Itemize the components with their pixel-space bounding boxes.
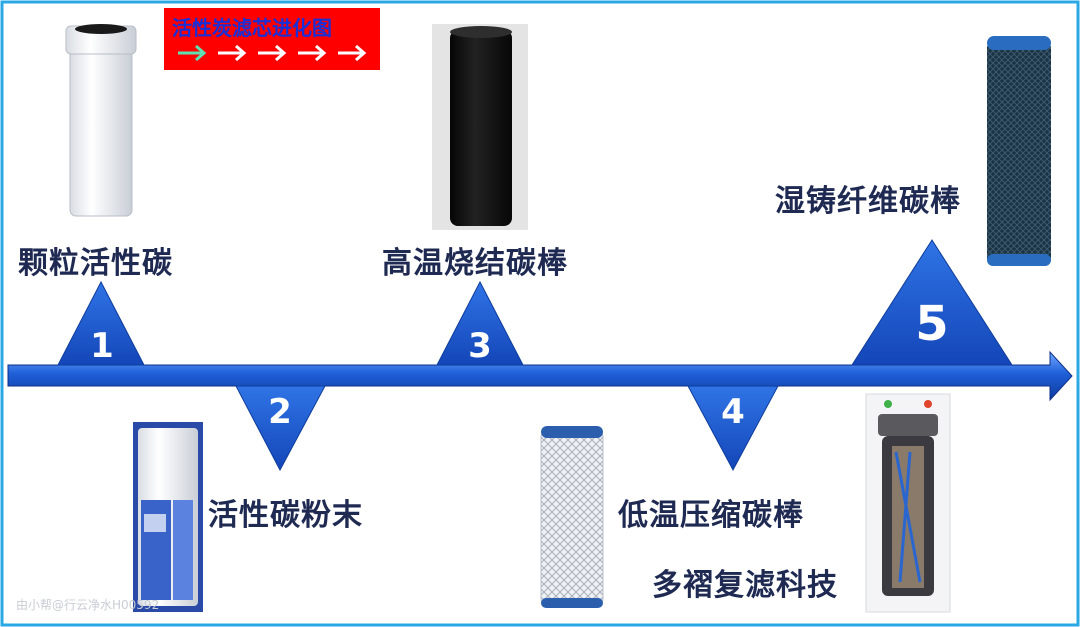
stage-5-label: 湿铸纤维碳棒 bbox=[775, 184, 961, 219]
stage-2-marker bbox=[235, 385, 326, 472]
stage-4-label: 低温压缩碳棒 bbox=[618, 498, 804, 533]
stage-2-label: 活性碳粉末 bbox=[208, 498, 363, 533]
carbon-powder-cartridge-image bbox=[133, 422, 203, 612]
legend-arrow-icon bbox=[338, 44, 367, 62]
stage-1-label: 颗粒活性碳 bbox=[18, 246, 173, 281]
legend-arrow-icon bbox=[298, 44, 327, 62]
multi-pleat-filter-housing-image bbox=[865, 393, 951, 613]
legend-arrow-icon bbox=[218, 44, 247, 62]
legend-box: 活性炭滤芯进化图 bbox=[164, 8, 380, 70]
stage-4-number: 4 bbox=[721, 392, 745, 432]
wet-cast-fiber-carbon-rod-image bbox=[987, 36, 1051, 266]
compressed-carbon-block-image bbox=[540, 426, 604, 608]
legend-title: 活性炭滤芯进化图 bbox=[172, 16, 332, 40]
stage-3-marker bbox=[436, 280, 524, 366]
legend-arrow-icon bbox=[178, 44, 207, 62]
stage-1-number: 1 bbox=[90, 326, 114, 366]
stage-5-number: 5 bbox=[915, 296, 949, 352]
legend-arrow-icon bbox=[258, 44, 287, 62]
stage-3-number: 3 bbox=[468, 326, 492, 366]
stage-5-marker bbox=[851, 239, 1013, 366]
multi-pleat-label: 多褶复滤科技 bbox=[652, 568, 838, 603]
stage-2-number: 2 bbox=[268, 392, 292, 432]
legend-arrows bbox=[178, 44, 367, 62]
stage-4-marker bbox=[687, 385, 779, 472]
sintered-carbon-block-image bbox=[432, 24, 528, 230]
watermark-text: 由小帮@行云净水H00592 bbox=[16, 598, 160, 612]
stage-1-marker bbox=[57, 280, 145, 366]
stage-3-label: 高温烧结碳棒 bbox=[382, 246, 568, 281]
granular-carbon-cartridge-image bbox=[65, 24, 137, 217]
timeline-axis-arrow bbox=[7, 350, 1073, 402]
